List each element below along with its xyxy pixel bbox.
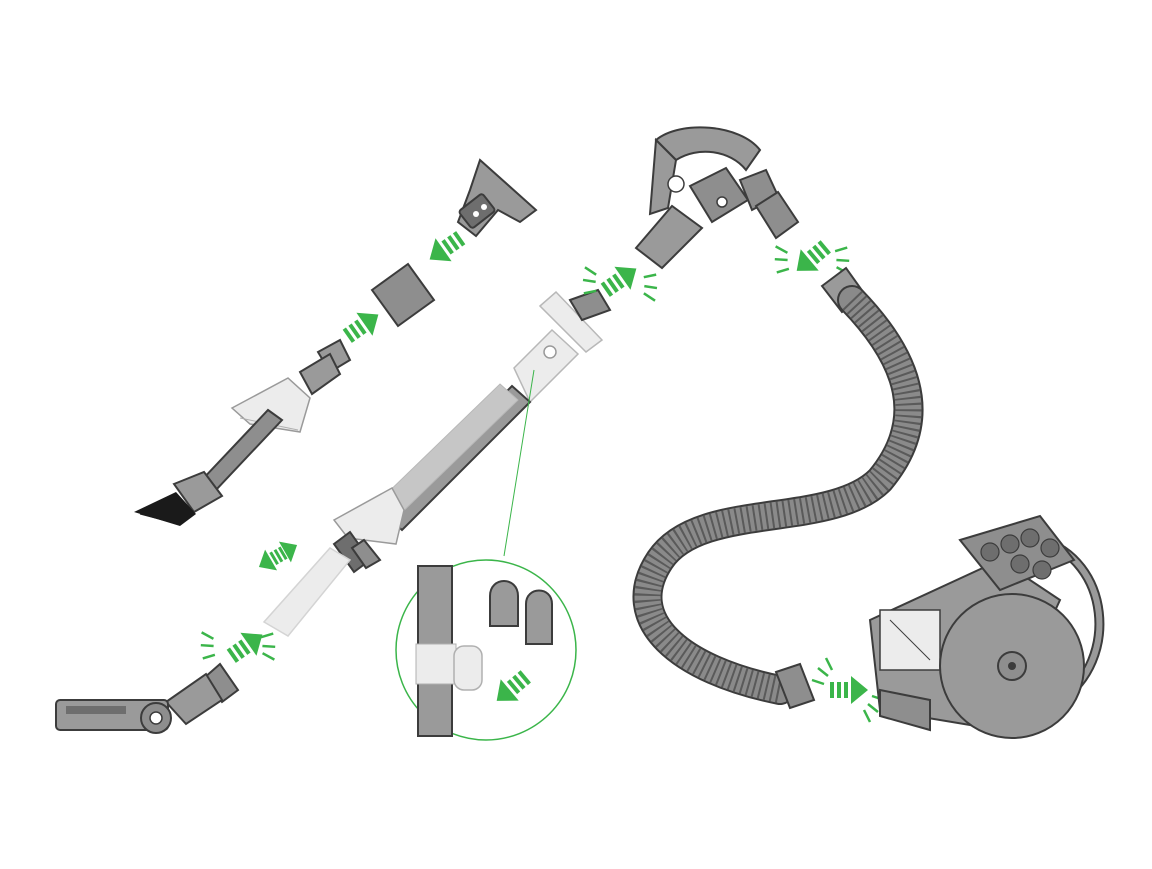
arrow-icon <box>787 235 835 282</box>
wand-handle-icon <box>634 126 800 270</box>
vacuum-body-icon <box>868 514 1105 739</box>
arrow-icon <box>252 534 304 578</box>
stair-tool-icon <box>456 158 538 238</box>
magnifier-callout-icon <box>395 369 577 741</box>
wand-tube-icon <box>262 288 612 637</box>
floor-head-icon <box>55 662 240 734</box>
hose-icon <box>632 266 924 710</box>
arrow-icon <box>421 226 469 271</box>
arrow-icon <box>597 257 645 302</box>
combination-tool-icon <box>134 338 352 526</box>
arrow-icon <box>339 303 387 348</box>
arrow-icon <box>830 676 868 704</box>
adapter-part <box>370 262 436 328</box>
